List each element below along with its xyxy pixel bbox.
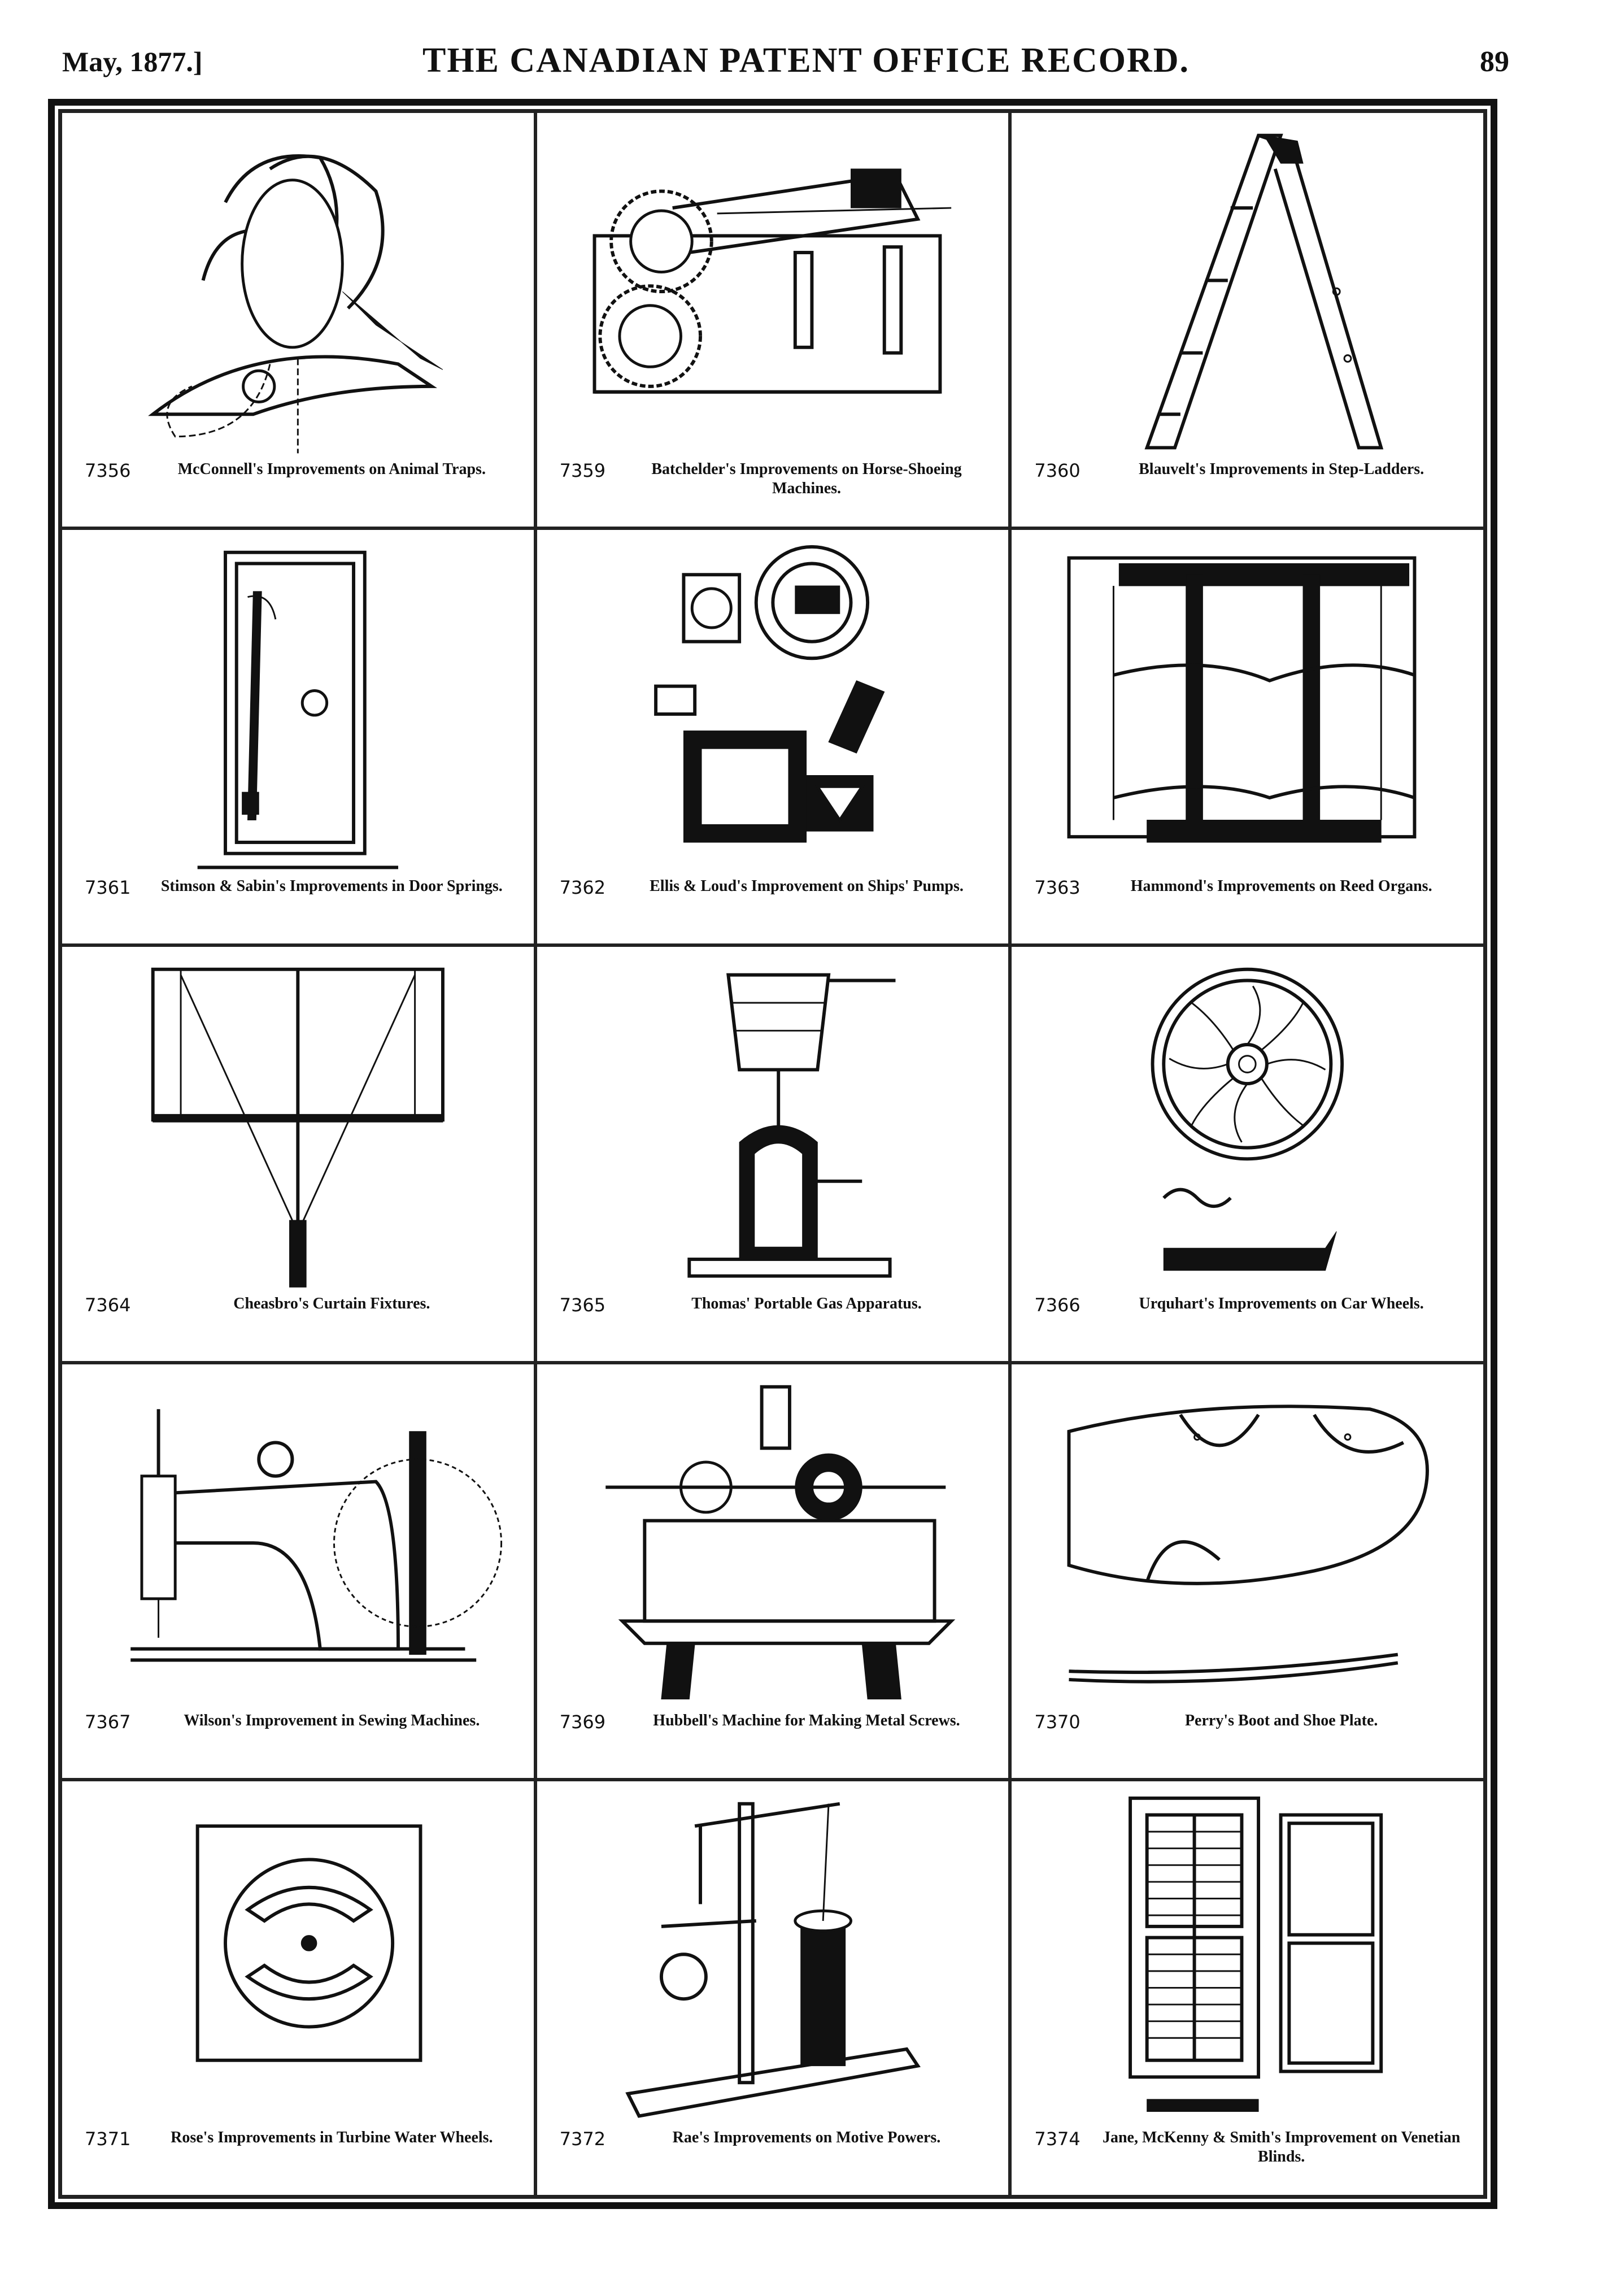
page-border: [48, 99, 1497, 2209]
entry-caption: 7365 Thomas' Portable Gas Apparatus.: [560, 1294, 992, 1349]
publication-title: THE CANADIAN PATENT OFFICE RECORD.: [422, 41, 1190, 80]
patent-title: Rae's Improvements on Motive Powers.: [672, 2129, 941, 2146]
patent-entry: 7364 Cheasbro's Curtain Fixtures.: [60, 945, 535, 1363]
patent-entry: 7359 Batchelder's Improvements on Horse-…: [535, 111, 1010, 529]
entry-caption: 7363 Hammond's Improvements on Reed Orga…: [1034, 877, 1466, 931]
car-wheel-drawing: [1029, 958, 1466, 1293]
patent-title: Jane, McKenny & Smith's Improvement on V…: [1102, 2129, 1461, 2165]
patent-number: 7365: [559, 1294, 606, 1316]
patent-title: Perry's Boot and Shoe Plate.: [1184, 1711, 1378, 1729]
patent-entry: 7356 McConnell's Improvements on Animal …: [60, 111, 535, 529]
issue-date: May, 1877.]: [62, 46, 203, 77]
patent-title: Wilson's Improvement in Sewing Machines.: [184, 1711, 480, 1729]
entry-caption: 7356 McConnell's Improvements on Animal …: [85, 460, 517, 514]
reed-organ-drawing: [1029, 541, 1466, 876]
venetian-blind-drawing: [1029, 1793, 1466, 2127]
patent-entry: 7366 Urquhart's Improvements on Car Whee…: [1010, 945, 1485, 1363]
patent-title: Ellis & Loud's Improvement on Ships' Pum…: [650, 877, 964, 895]
entry-caption: 7371 Rose's Improvements in Turbine Wate…: [85, 2128, 517, 2182]
patent-title: Hubbell's Machine for Making Metal Screw…: [653, 1711, 960, 1729]
patent-entry: 7371 Rose's Improvements in Turbine Wate…: [60, 1779, 535, 2197]
door-spring-drawing: [79, 541, 517, 876]
patent-title: McConnell's Improvements on Animal Traps…: [177, 460, 486, 479]
patent-entry: 7363 Hammond's Improvements on Reed Orga…: [1010, 528, 1485, 946]
patent-entry: 7372 Rae's Improvements on Motive Powers…: [535, 1779, 1010, 2197]
patent-entry: 7367 Wilson's Improvement in Sewing Mach…: [60, 1362, 535, 1780]
patent-number: 7370: [1034, 1711, 1081, 1733]
page-header: May, 1877.] THE CANADIAN PATENT OFFICE R…: [0, 0, 1612, 99]
step-ladder-drawing: [1029, 124, 1466, 459]
patent-title: Cheasbro's Curtain Fixtures.: [233, 1294, 430, 1312]
entry-caption: 7372 Rae's Improvements on Motive Powers…: [560, 2128, 992, 2182]
entry-caption: 7362 Ellis & Loud's Improvement on Ships…: [560, 877, 992, 931]
horse-shoeing-machine-drawing: [554, 124, 992, 459]
patent-entry: 7369 Hubbell's Machine for Making Metal …: [535, 1362, 1010, 1780]
patent-number: 7372: [559, 2128, 606, 2150]
entry-caption: 7360 Blauvelt's Improvements in Step-Lad…: [1034, 460, 1466, 514]
patent-title: Blauvelt's Improvements in Step-Ladders.: [1139, 460, 1424, 479]
patent-number: 7360: [1034, 460, 1081, 482]
patent-grid: 7356 McConnell's Improvements on Animal …: [58, 109, 1487, 2199]
patent-entry: 7374 Jane, McKenny & Smith's Improvement…: [1010, 1779, 1485, 2197]
sewing-machine-drawing: [79, 1376, 517, 1710]
patent-title: Stimson & Sabin's Improvements in Door S…: [160, 877, 503, 895]
patent-title: Urquhart's Improvements on Car Wheels.: [1139, 1294, 1424, 1312]
patent-number: 7374: [1034, 2128, 1081, 2150]
patent-entry: 7362 Ellis & Loud's Improvement on Ships…: [535, 528, 1010, 946]
gas-apparatus-drawing: [554, 958, 992, 1293]
shoe-plate-drawing: [1029, 1376, 1466, 1710]
patent-number: 7366: [1034, 1294, 1081, 1316]
patent-number: 7371: [85, 2128, 131, 2150]
patent-title: Batchelder's Improvements on Horse-Shoei…: [651, 460, 962, 498]
patent-entry: 7365 Thomas' Portable Gas Apparatus.: [535, 945, 1010, 1363]
entry-caption: 7370 Perry's Boot and Shoe Plate.: [1034, 1711, 1466, 1766]
patent-title: Rose's Improvements in Turbine Water Whe…: [171, 2129, 493, 2146]
entry-caption: 7364 Cheasbro's Curtain Fixtures.: [85, 1294, 517, 1349]
patent-number: 7361: [85, 877, 131, 899]
patent-number: 7359: [559, 460, 606, 482]
curtain-fixture-drawing: [79, 958, 517, 1293]
patent-entry: 7370 Perry's Boot and Shoe Plate.: [1010, 1362, 1485, 1780]
entry-caption: 7369 Hubbell's Machine for Making Metal …: [560, 1711, 992, 1766]
animal-trap-drawing: [79, 124, 517, 459]
patent-entry: 7360 Blauvelt's Improvements in Step-Lad…: [1010, 111, 1485, 529]
ship-pump-drawing: [554, 541, 992, 876]
patent-entry: 7361 Stimson & Sabin's Improvements in D…: [60, 528, 535, 946]
entry-caption: 7374 Jane, McKenny & Smith's Improvement…: [1034, 2128, 1466, 2182]
entry-caption: 7366 Urquhart's Improvements on Car Whee…: [1034, 1294, 1466, 1349]
patent-number: 7362: [559, 877, 606, 899]
entry-caption: 7367 Wilson's Improvement in Sewing Mach…: [85, 1711, 517, 1766]
patent-title: Hammond's Improvements on Reed Organs.: [1130, 877, 1432, 895]
entry-caption: 7361 Stimson & Sabin's Improvements in D…: [85, 877, 517, 931]
patent-number: 7363: [1034, 877, 1081, 899]
patent-number: 7367: [85, 1711, 131, 1733]
patent-title: Thomas' Portable Gas Apparatus.: [691, 1294, 922, 1312]
entry-caption: 7359 Batchelder's Improvements on Horse-…: [560, 460, 992, 514]
page-number: 89: [1480, 46, 1509, 78]
patent-number: 7356: [85, 460, 131, 482]
screw-machine-drawing: [554, 1376, 992, 1710]
turbine-wheel-drawing: [79, 1793, 517, 2127]
motive-power-drawing: [554, 1793, 992, 2127]
patent-number: 7369: [559, 1711, 606, 1733]
patent-number: 7364: [85, 1294, 131, 1316]
